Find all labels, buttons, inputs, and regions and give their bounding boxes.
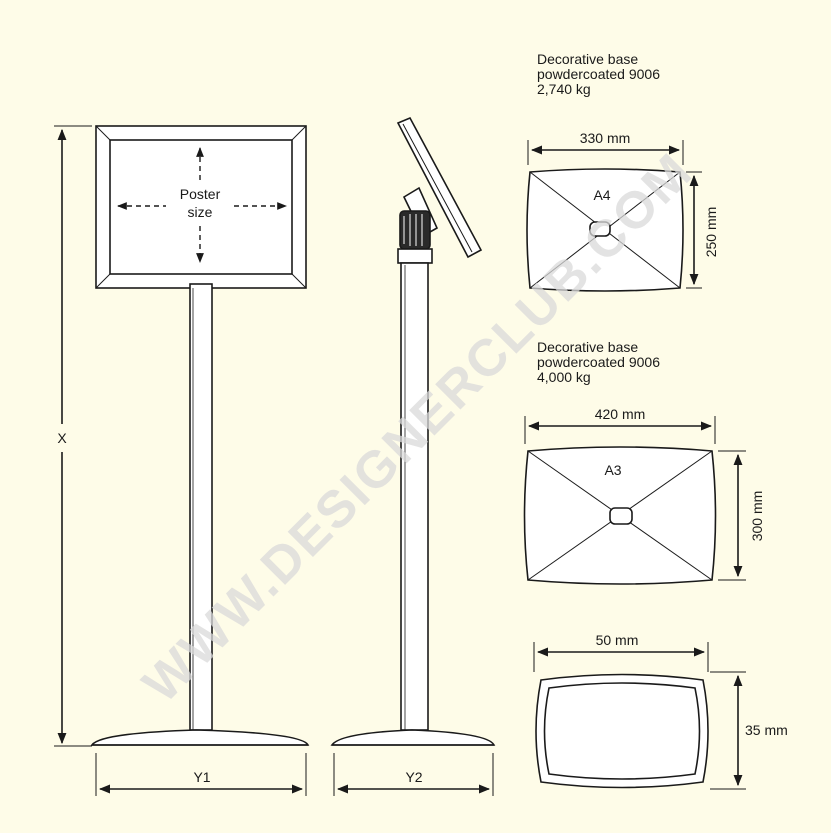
a3-size-label: A3 [604,462,621,478]
a3-base-note: Decorative base powdercoated 9006 4,000 … [537,340,660,385]
front-view [54,125,310,796]
poster-frame-inner [109,139,293,275]
a4-note-line1: Decorative base [537,51,639,67]
a3-width-label: 420 mm [595,406,646,422]
a3-note-line3: 4,000 kg [537,369,591,385]
frame-bevel-tl [95,125,111,141]
a3-depth-label: 300 mm [749,491,765,542]
poster-label-line1: Poster [180,186,221,202]
base-a3-drawing [523,416,746,585]
frame-bevel-br [291,273,307,289]
side-view [330,116,496,796]
a4-base-note: Decorative base powdercoated 9006 2,740 … [537,52,660,97]
a3-note-line1: Decorative base [537,339,639,355]
poster-size-arrows [117,147,287,263]
base-a4-drawing [526,140,702,292]
section-width-label: 50 mm [596,632,639,648]
frame-bevel-tr [291,125,307,141]
pole-collar [397,248,433,264]
height-label: X [57,430,67,446]
poster-label-line2: size [188,204,213,220]
side-frame-edge [402,123,473,253]
pole-section-inner [543,682,701,780]
a4-note-line2: powdercoated 9006 [537,66,660,82]
side-pole [400,262,429,731]
frame-bevel-bl [95,273,111,289]
section-depth-label: 35 mm [745,722,788,738]
side-base [330,729,496,746]
a3-center-mount [609,507,633,525]
pole-section-drawing [533,642,746,790]
a4-width-label: 330 mm [580,130,631,146]
a4-depth-label: 250 mm [703,207,719,258]
a4-note-line3: 2,740 kg [537,81,591,97]
y1-label: Y1 [193,769,210,785]
a4-size-label: A4 [593,187,610,203]
front-base [90,729,310,746]
y2-label: Y2 [405,769,422,785]
a4-center-mount [589,221,611,237]
a3-note-line2: powdercoated 9006 [537,354,660,370]
